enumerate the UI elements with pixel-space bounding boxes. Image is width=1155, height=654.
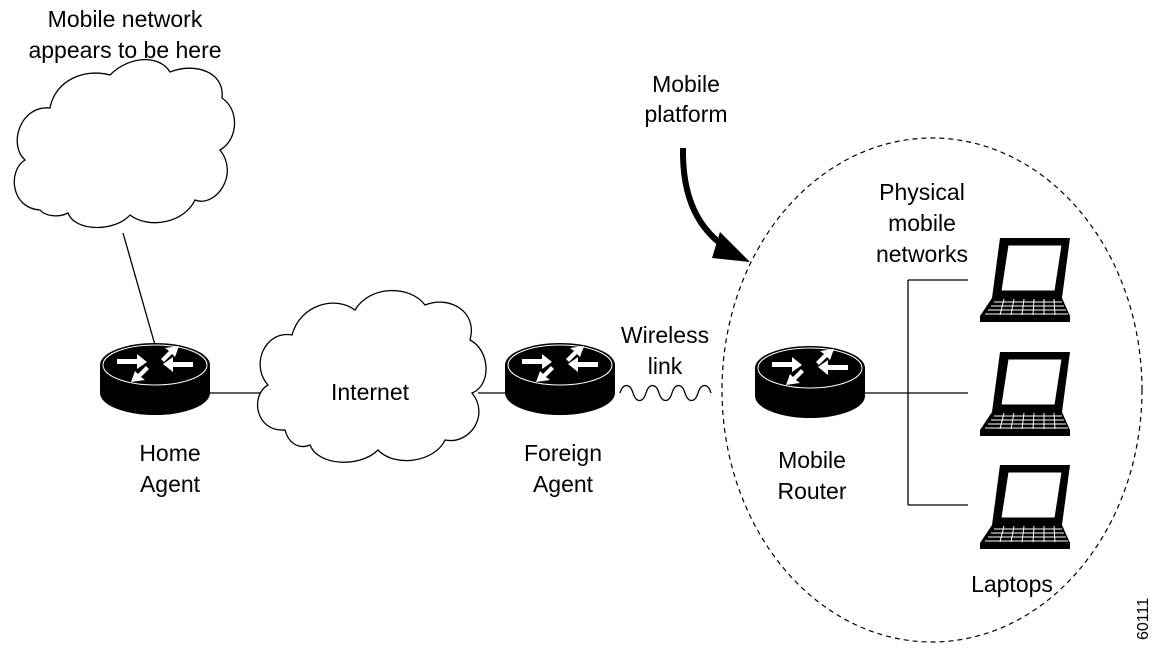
router-icon <box>99 342 211 416</box>
wireless-wave-icon <box>619 384 712 402</box>
mobile-router-label-line2: Router <box>777 478 846 504</box>
internet-label: Internet <box>331 379 410 405</box>
figure-id: 60111 <box>1135 598 1152 640</box>
wireless-link-label-line1: Wireless <box>621 322 709 348</box>
wireless-link-label-line2: link <box>648 353 683 379</box>
mobile-platform-boundary <box>721 137 1143 643</box>
physical-networks-label-line3: networks <box>876 241 968 267</box>
mobile-network-label-line2: appears to be here <box>28 37 221 63</box>
mobile-platform-label-line1: Mobile <box>652 71 720 97</box>
physical-networks-label-line2: mobile <box>888 210 956 236</box>
router-icon <box>504 342 616 416</box>
link-cloud-to-home-agent <box>122 232 156 346</box>
mobile-router-label-line1: Mobile <box>778 447 846 473</box>
curved-arrow-icon <box>679 147 750 262</box>
laptop-icon <box>979 237 1071 323</box>
laptop-icon <box>979 351 1071 437</box>
laptops-label: Laptops <box>971 571 1053 597</box>
cloud-icon <box>13 59 236 229</box>
home-agent-label-line1: Home <box>139 440 200 466</box>
mobile-platform-label-line2: platform <box>644 101 727 127</box>
home-agent-label-line2: Agent <box>140 471 201 497</box>
foreign-agent-label-line1: Foreign <box>524 440 602 466</box>
cloud-icon <box>256 289 487 463</box>
physical-networks-label-line1: Physical <box>879 179 965 205</box>
foreign-agent-label-line2: Agent <box>533 471 594 497</box>
laptop-icon <box>979 464 1071 550</box>
router-icon <box>754 345 866 419</box>
mobile-network-label-line1: Mobile network <box>48 6 203 32</box>
